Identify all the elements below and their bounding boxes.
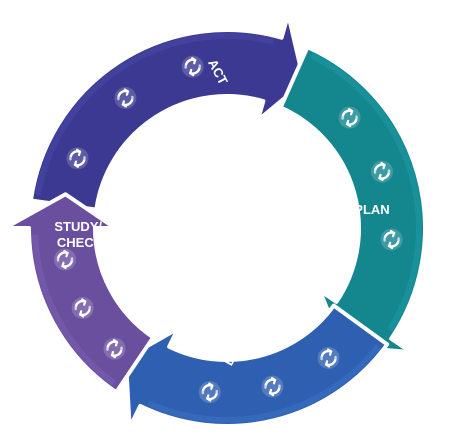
refresh-cycle-icon: [180, 54, 205, 79]
segment-label-plan: PLAN: [354, 202, 389, 217]
refresh-cycle-icon: [52, 247, 78, 272]
refresh-cycle-icon: [70, 295, 95, 321]
segment-arrow-act: [28, 12, 306, 212]
segment-highlight-do: [147, 344, 381, 423]
segment-highlight-study: [32, 234, 116, 386]
refresh-cycle-icon: [102, 336, 127, 361]
segment-label-study: STUDY/ CHECK: [54, 219, 105, 250]
refresh-cycle-icon: [65, 146, 90, 171]
cycle-segments: [3, 12, 427, 430]
refresh-cycle-icon: [316, 345, 341, 371]
refresh-cycle-icon: [379, 227, 404, 252]
segment-highlight-act: [34, 33, 275, 196]
refresh-cycle-icon: [369, 159, 395, 184]
refresh-cycle-icon: [337, 105, 362, 130]
segment-highlight-plan: [309, 52, 422, 332]
refresh-cycle-icon: [197, 379, 223, 405]
refresh-cycle-icon: [113, 85, 138, 111]
refresh-cycle-icon: [260, 374, 285, 399]
